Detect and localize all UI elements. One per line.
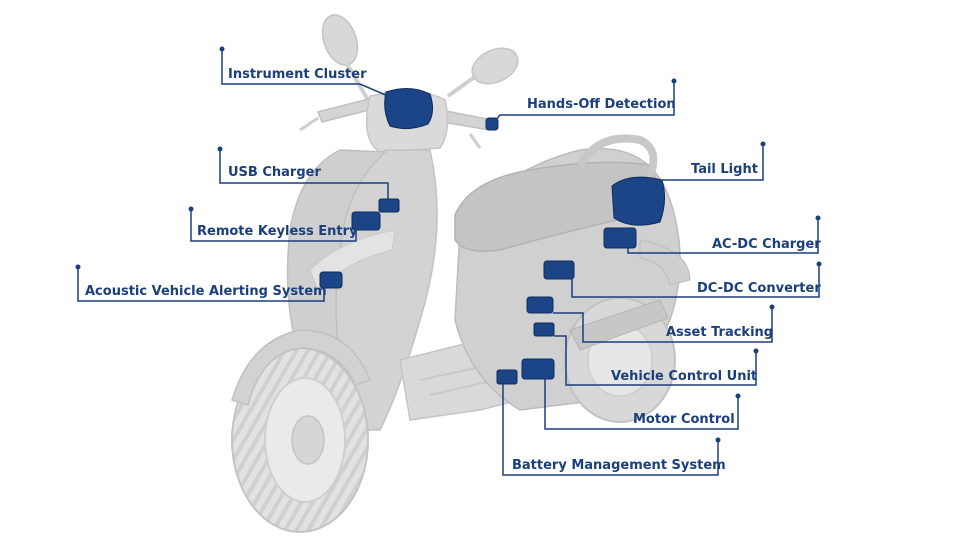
label-tail-light: Tail Light — [691, 162, 758, 177]
asset-tracking-component — [526, 296, 554, 314]
dot-motor — [735, 393, 741, 399]
leader-motor — [544, 379, 739, 430]
label-asset-tracking: Asset Tracking — [666, 325, 774, 340]
components — [319, 88, 666, 385]
vehicle-control-unit-component — [533, 322, 555, 337]
label-acoustic-vehicle-alerting-system: Acoustic Vehicle Alerting System — [85, 284, 327, 299]
leader-instrument-cluster — [221, 49, 389, 97]
label-hands-off-detection: Hands-Off Detection — [527, 97, 676, 112]
dot-acoustic — [75, 264, 81, 270]
remote-keyless-entry-component — [351, 211, 381, 231]
leader-keyless — [190, 209, 357, 242]
dot-vcu — [753, 348, 759, 354]
usb-charger-component — [378, 198, 400, 213]
label-ac-dc-charger: AC-DC Charger — [712, 237, 821, 252]
tail-light-component — [611, 176, 666, 226]
leader-ac-dc — [627, 218, 819, 254]
label-battery-management-system: Battery Management System — [512, 458, 726, 473]
grab-rail — [576, 134, 658, 182]
acoustic-alert-component — [319, 271, 343, 289]
left-mirror — [321, 14, 370, 102]
label-usb-charger: USB Charger — [228, 165, 321, 180]
instrument-cluster-component — [384, 88, 434, 130]
right-mirror — [446, 47, 519, 98]
front-wheel — [231, 347, 369, 533]
dot-hands-off — [671, 78, 677, 84]
hands-off-detection-component — [485, 117, 499, 131]
motor-control-component — [521, 358, 555, 380]
leader-vcu — [554, 335, 757, 386]
dot-ac-dc — [815, 215, 821, 221]
dot-instrument-cluster — [219, 46, 225, 52]
battery-management-component — [496, 369, 518, 385]
leader-lines — [77, 49, 820, 476]
ac-dc-charger-component — [603, 227, 637, 249]
rear-fender — [639, 239, 691, 286]
dot-asset — [769, 304, 775, 310]
label-vehicle-control-unit: Vehicle Control Unit — [611, 369, 758, 384]
dot-keyless — [188, 206, 194, 212]
leader-dc-dc — [571, 264, 820, 298]
leader-dots — [75, 46, 822, 443]
dot-usb — [217, 146, 223, 152]
swingarm — [569, 299, 669, 351]
dot-dc-dc — [816, 261, 822, 267]
leader-usb — [219, 149, 389, 200]
dot-tail-light — [760, 141, 766, 147]
label-motor-control: Motor Control — [633, 412, 735, 427]
leader-hands-off — [495, 81, 675, 121]
dc-dc-converter-component — [543, 260, 575, 280]
label-remote-keyless-entry: Remote Keyless Entry — [197, 224, 358, 239]
label-dc-dc-converter: DC-DC Converter — [697, 281, 821, 296]
leader-asset — [553, 307, 773, 343]
leader-acoustic — [77, 267, 325, 302]
front-fender — [231, 329, 371, 406]
label-instrument-cluster: Instrument Cluster — [228, 67, 367, 82]
leader-bms — [502, 384, 719, 476]
leader-tail-light — [662, 144, 764, 181]
dot-bms — [715, 437, 721, 443]
